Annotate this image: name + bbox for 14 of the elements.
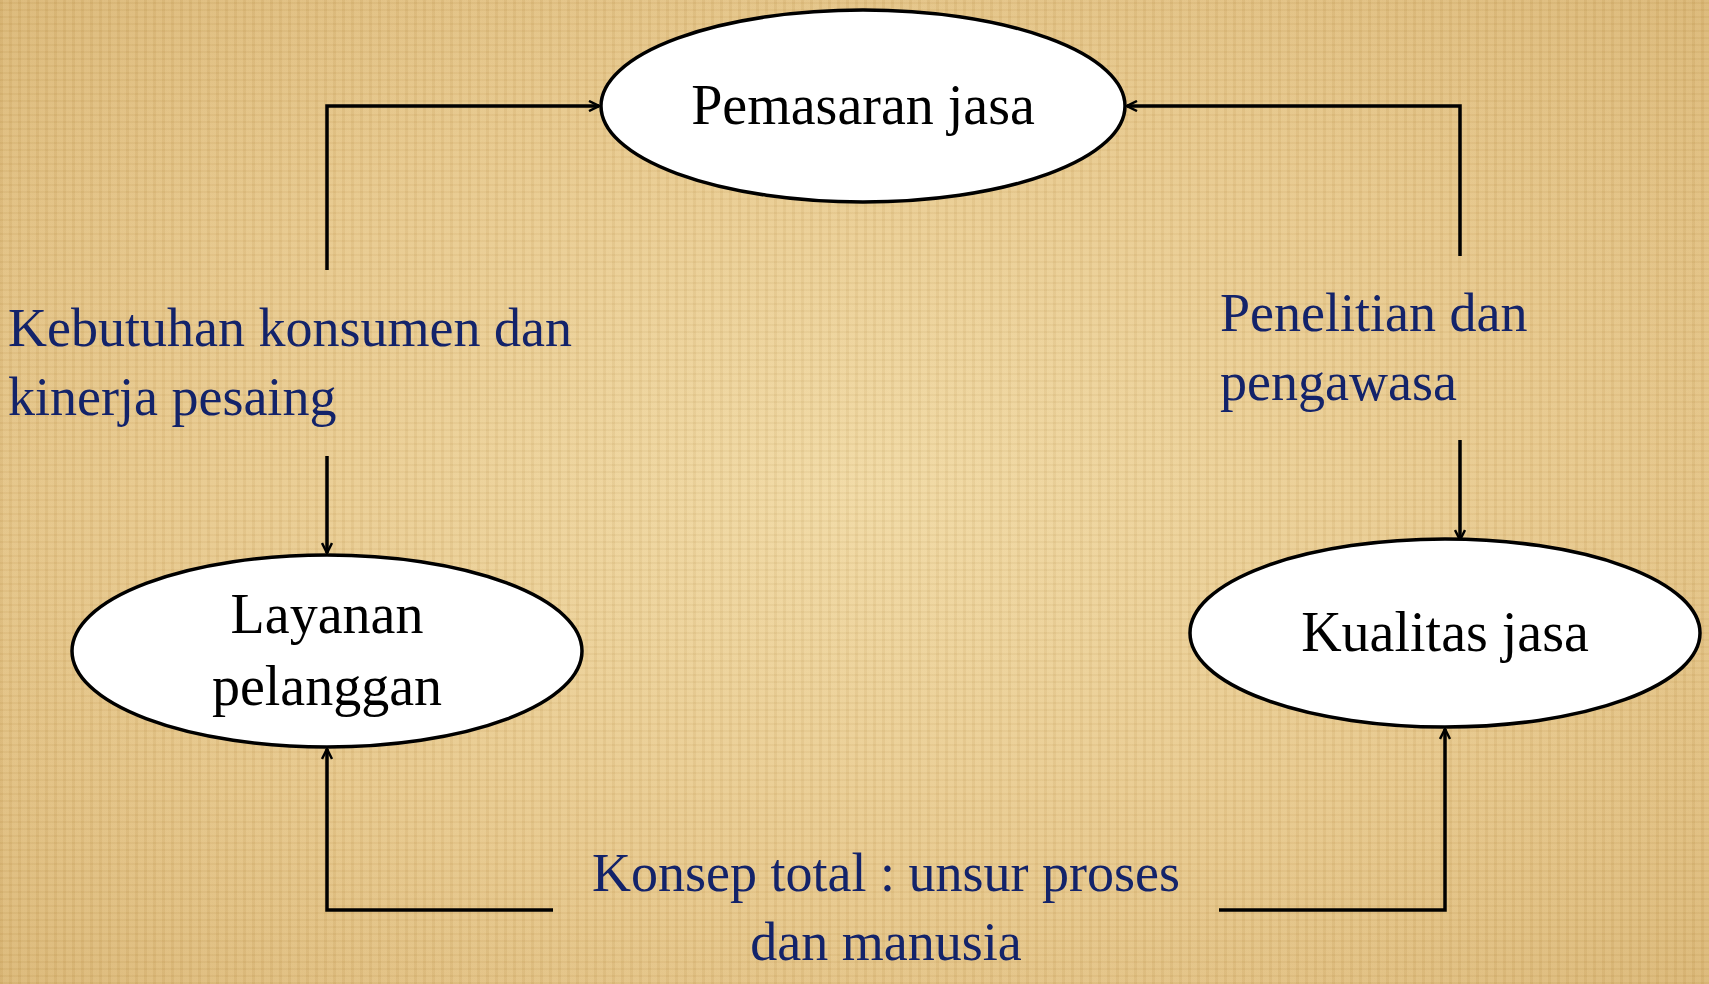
arrow	[1125, 99, 1462, 256]
annotation-text: Konsep total : unsur proses dan manusia	[591, 841, 1181, 974]
arrow	[320, 747, 553, 912]
node-label: Layanan pelanggan	[210, 582, 444, 719]
annotation-text: Penelitian dan pengawasa	[1220, 281, 1529, 414]
arrow	[1219, 727, 1452, 912]
node-label: Pemasaran jasa	[690, 73, 1036, 139]
node-label: Kualitas jasa	[1300, 600, 1590, 666]
ellipse-node	[70, 553, 584, 749]
arrow	[320, 456, 334, 555]
arrow	[325, 99, 601, 270]
ellipse-node	[1188, 537, 1702, 729]
annotation-text: Kebutuhan konsumen dan kinerja pesaing	[8, 296, 573, 429]
ellipse-node	[599, 8, 1127, 204]
